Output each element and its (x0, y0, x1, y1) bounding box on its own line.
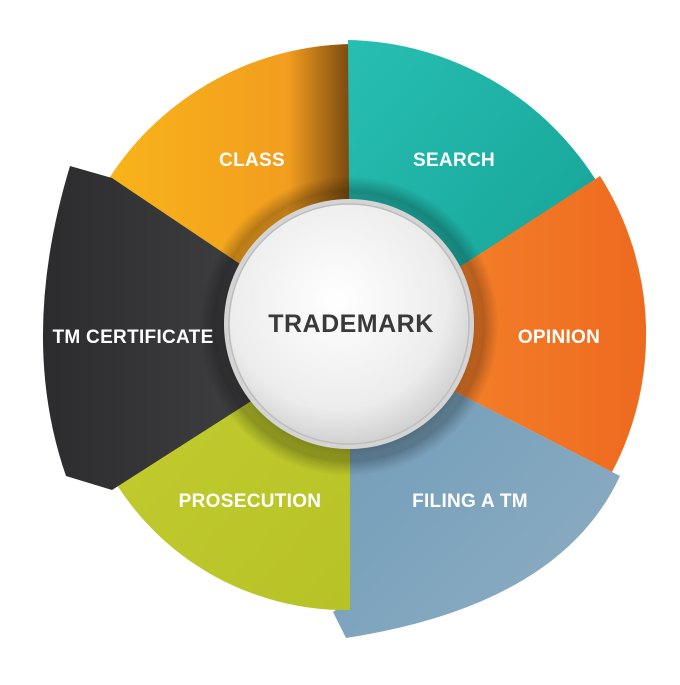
segment-label-prosecution: PROSECUTION (179, 491, 322, 512)
segment-label-search: SEARCH (413, 150, 495, 171)
segment-label-certificate: TM CERTIFICATE (52, 327, 213, 348)
segment-label-class: CLASS (219, 150, 285, 171)
center-disc (228, 203, 470, 445)
segment-certificate (42, 166, 351, 490)
center-title: TRADEMARK (268, 310, 434, 338)
segment-label-opinion: OPINION (518, 327, 600, 348)
segment-label-filing: FILING A TM (412, 491, 528, 512)
